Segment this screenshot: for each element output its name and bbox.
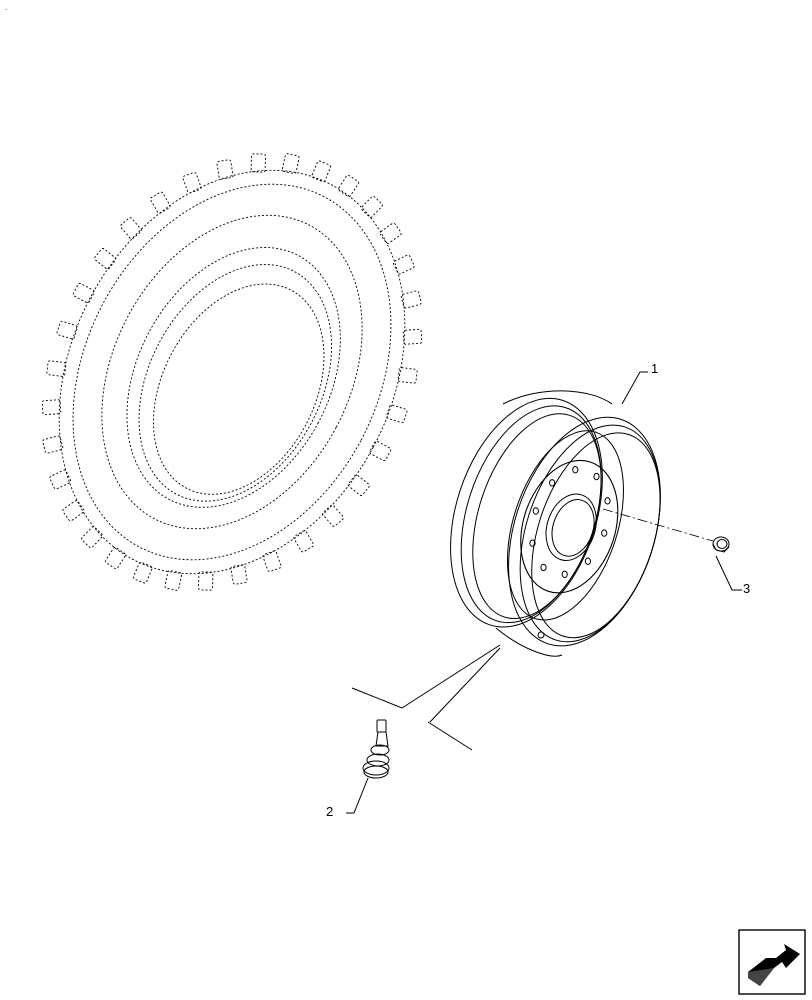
bolt-hole: [601, 529, 608, 537]
tire: [41, 153, 423, 591]
tread-lug: [379, 222, 402, 244]
callout-2: 2: [326, 804, 333, 819]
bolt-hole: [529, 539, 536, 547]
tread-lug: [72, 282, 95, 304]
corner-mark: .: [5, 3, 8, 12]
tread-lug: [397, 367, 418, 384]
tread-lug: [293, 530, 314, 553]
wheel-nut: [712, 536, 730, 553]
tread-lug: [216, 159, 234, 180]
leader-lines: [346, 371, 742, 814]
bolt-hole: [593, 472, 600, 481]
tread-lug: [198, 571, 214, 591]
tread-lug: [133, 561, 153, 584]
tread-lug: [338, 174, 359, 197]
nut-centerline: [602, 508, 714, 542]
tread-lug: [402, 328, 423, 345]
tread-lug: [322, 504, 344, 527]
tread-lug: [41, 399, 62, 416]
tread-lug: [392, 254, 415, 275]
tread-lug: [150, 191, 171, 214]
tread-lug: [182, 172, 202, 194]
tread-lug: [120, 217, 142, 240]
tread-lug: [311, 160, 331, 183]
tread-lug: [230, 564, 248, 585]
bolt-hole: [540, 563, 547, 572]
bolt-hole: [584, 557, 592, 565]
valve-stem: [362, 719, 390, 779]
tire-tread-lugs: [41, 153, 423, 591]
next-page-arrow-icon[interactable]: [738, 929, 806, 995]
tread-lug: [81, 526, 104, 549]
tread-lug: [281, 153, 300, 174]
bolt-hole: [549, 479, 556, 487]
tread-lug: [347, 474, 370, 496]
tread-lug: [94, 248, 117, 270]
tread-lug: [105, 547, 126, 570]
tread-lug: [42, 435, 64, 454]
tread-lug: [62, 500, 85, 522]
wheel-rim: [450, 390, 661, 657]
tread-lug: [360, 195, 383, 218]
tread-lug: [250, 153, 266, 173]
tread-lug: [369, 440, 392, 462]
tread-lug: [262, 550, 282, 572]
tread-lug: [49, 469, 72, 490]
tread-lug: [56, 320, 78, 340]
bolt-hole: [561, 570, 568, 578]
tread-lug: [400, 290, 422, 309]
callout-3: 3: [743, 581, 750, 596]
bolt-hole: [604, 497, 611, 505]
rim-bolt-holes: [529, 466, 611, 578]
bolt-hole: [572, 466, 579, 474]
bolt-hole: [532, 507, 539, 515]
callout-1: 1: [651, 361, 658, 376]
tread-lug: [386, 404, 408, 424]
tread-lug: [164, 570, 183, 591]
tread-lug: [46, 360, 67, 377]
